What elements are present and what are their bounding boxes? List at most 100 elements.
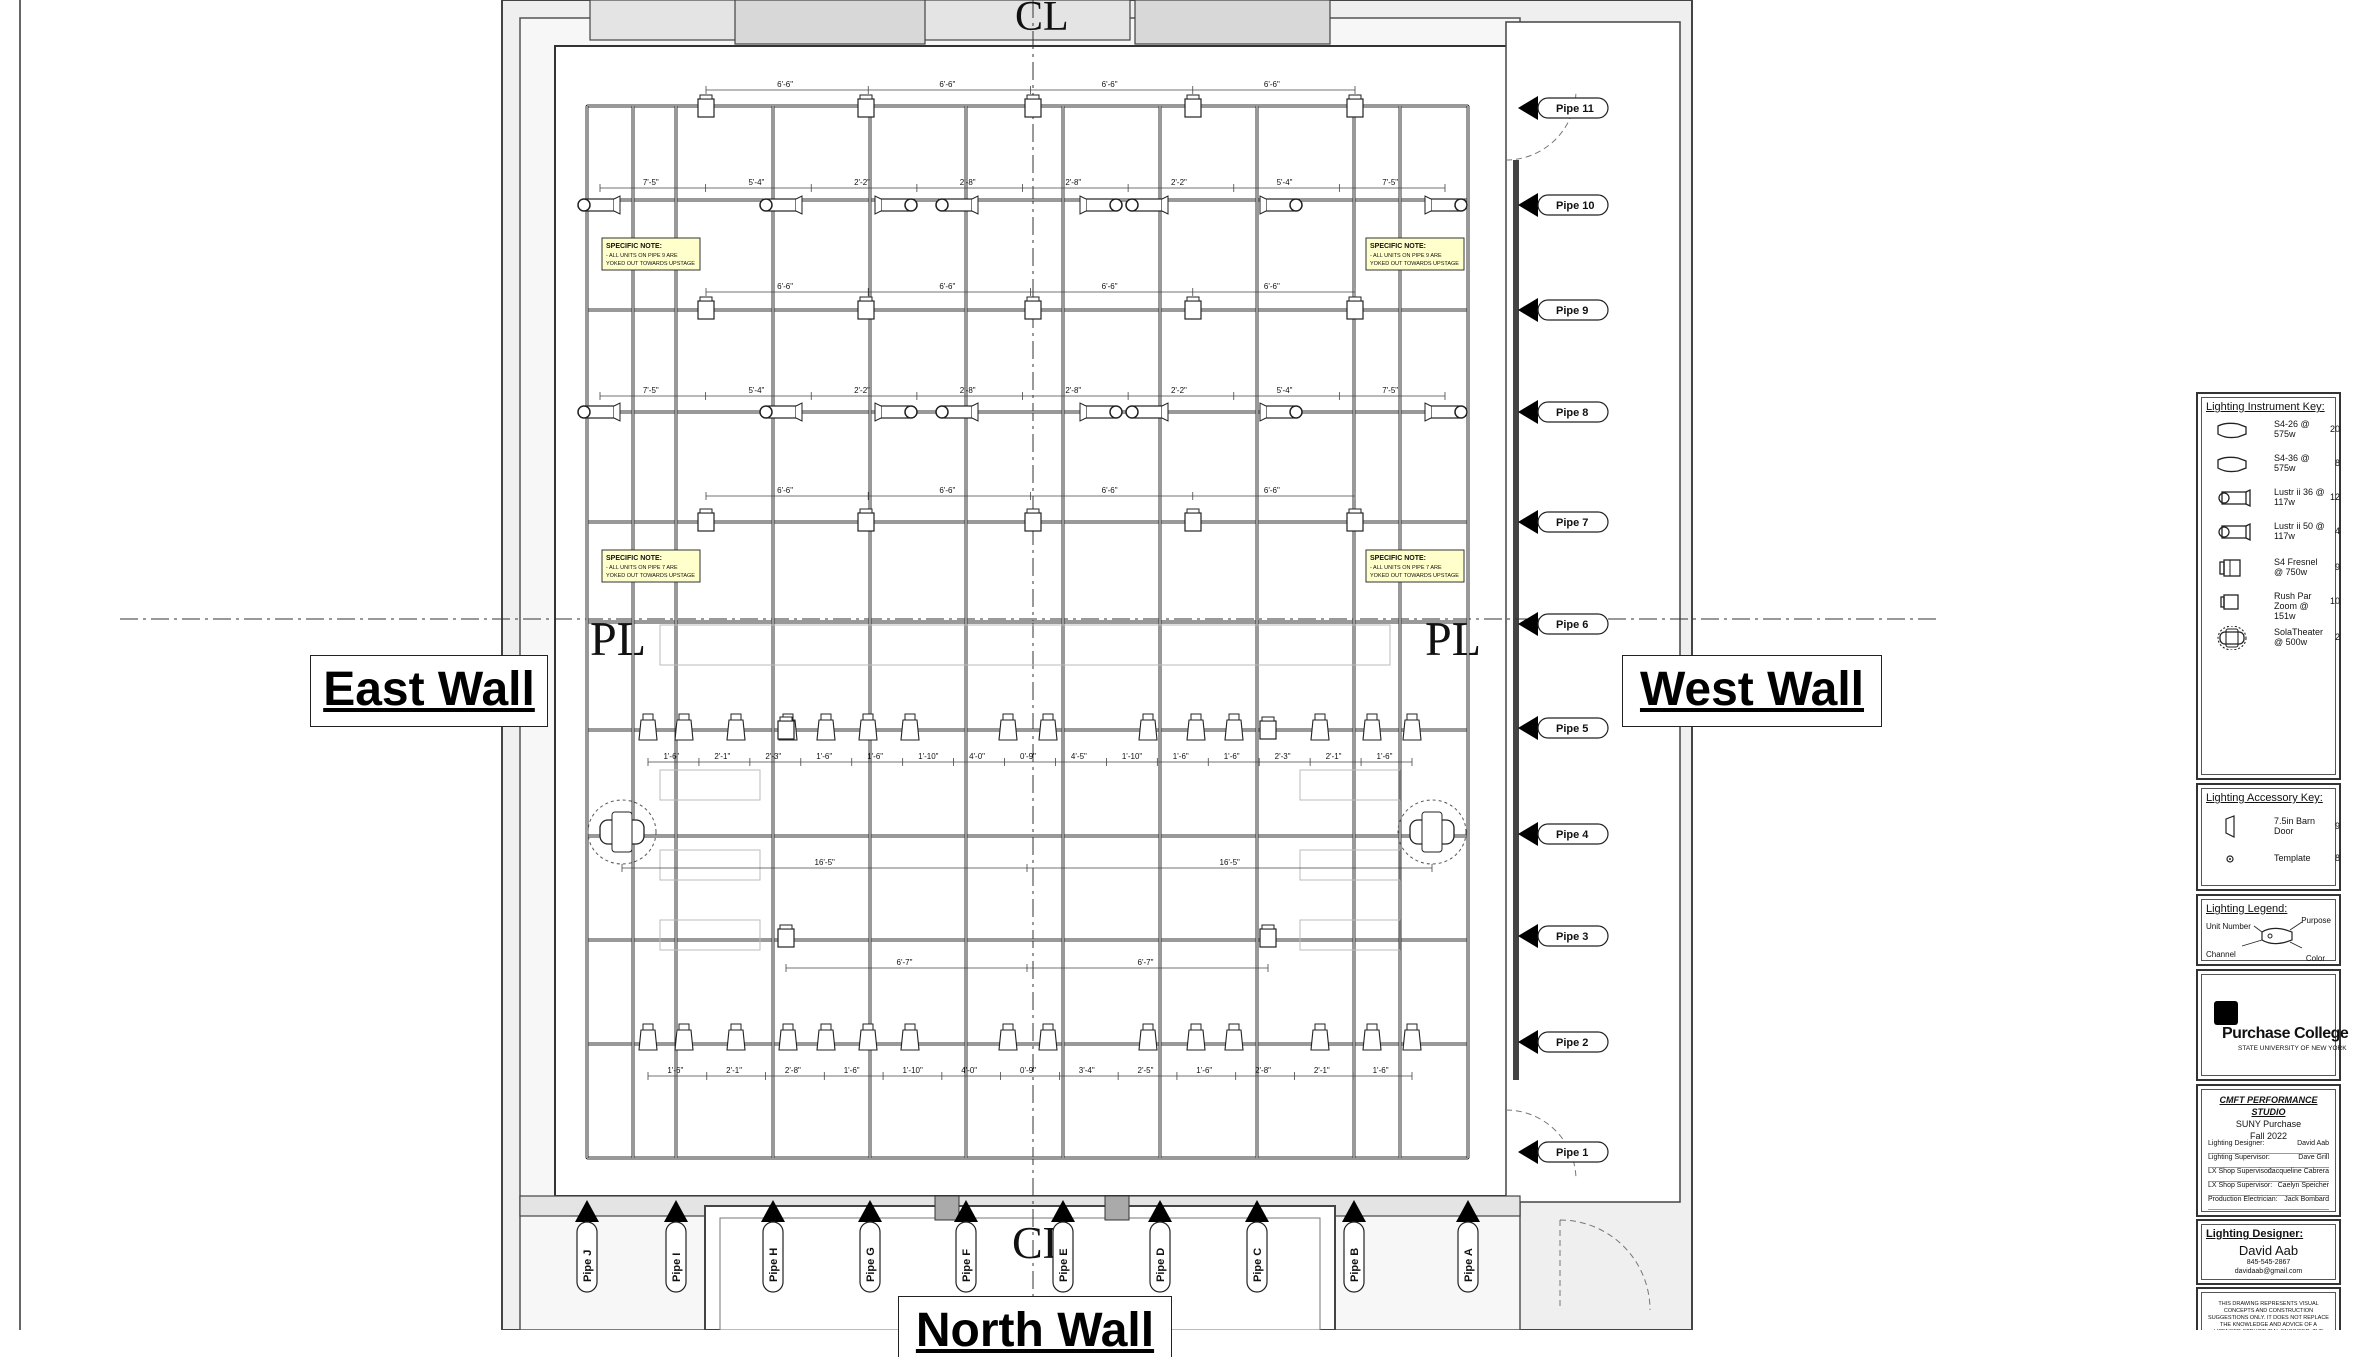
instrument-back	[904, 198, 918, 212]
dimension-label: 2'-3"	[1275, 752, 1291, 761]
instrument-lens	[613, 195, 621, 215]
staff-row: Production Electrician:Jack Bombard	[2208, 1196, 2329, 1210]
seating-riser	[1299, 849, 1401, 881]
instrument-lens	[820, 1023, 832, 1031]
east-wall-label: East Wall	[310, 655, 548, 727]
template-icon	[2226, 855, 2234, 863]
instrument-lens	[699, 508, 713, 514]
instrument-lens	[1406, 713, 1418, 721]
specific-note-title: SPECIFIC NOTE:	[1370, 243, 1426, 250]
staff-role: Lighting Designer:	[2208, 1140, 2265, 1147]
lustr-instrument	[1424, 402, 1468, 422]
lustr-instrument	[1125, 195, 1169, 215]
pipe-arrow-icon	[1518, 510, 1538, 534]
ellipsoidal-36-icon	[2217, 456, 2247, 473]
pipe-label-vertical: Pipe A	[1463, 1248, 1475, 1282]
instrument-back	[935, 405, 949, 419]
pipe-label-box	[1537, 1031, 1609, 1053]
instrument-body	[674, 719, 694, 741]
ellipsoidal-instrument	[1402, 713, 1422, 741]
lustr-instrument	[577, 402, 621, 422]
pipe-label-box	[1537, 717, 1609, 739]
key-label: Lustr ii 50 @ 117w	[2274, 521, 2325, 541]
specific-note-box	[601, 549, 701, 583]
dimension-label: 6'-6"	[939, 486, 955, 495]
instrument-body	[1038, 719, 1058, 741]
instrument-lens	[1190, 1023, 1202, 1031]
fresnel-instrument	[697, 508, 715, 532]
instrument-body	[777, 928, 795, 948]
pipe-arrow-icon	[1148, 1200, 1172, 1222]
instrument-back	[1454, 198, 1468, 212]
instrument-lens	[1348, 296, 1362, 302]
logo-name: Purchase College	[2222, 1025, 2349, 1042]
pipe-label-box	[762, 1221, 784, 1293]
instrument-body	[1224, 1029, 1244, 1051]
staff-name: Jacqueline Cabrera	[2268, 1168, 2329, 1175]
dimension-label: 1'-6"	[1224, 752, 1240, 761]
dimension-label: 16'-5"	[1220, 858, 1241, 867]
fresnel-instrument	[697, 94, 715, 118]
ellipsoidal-instrument	[998, 1023, 1018, 1051]
instrument-body	[900, 719, 920, 741]
instrument-lens	[1424, 402, 1432, 422]
pipe-label-horizontal: Pipe 9	[1556, 305, 1588, 317]
instrument-body	[1362, 719, 1382, 741]
key-row: 7.5in Barn Door 9	[2210, 813, 2340, 843]
instrument-lens	[779, 716, 793, 722]
dimension-label: 2'-2"	[854, 386, 870, 395]
pipe-arrow-icon	[1518, 924, 1538, 948]
instrument-body	[816, 719, 836, 741]
pipe-arrow-icon	[1518, 193, 1538, 217]
pipe-arrow-icon	[858, 1200, 882, 1222]
pipe-label-horizontal: Pipe 8	[1556, 407, 1588, 419]
instrument-body	[726, 719, 746, 741]
pipe-label-vertical: Pipe F	[961, 1249, 973, 1282]
lustr-instrument	[874, 402, 918, 422]
lustr-instrument	[1125, 402, 1169, 422]
instrument-lens	[971, 195, 979, 215]
dimension-label: 6'-6"	[777, 486, 793, 495]
door-swing	[1505, 1109, 1577, 1181]
staff-row: Lighting Supervisor:Dave Grill	[2208, 1154, 2329, 1168]
ellipsoidal-instrument	[998, 713, 1018, 741]
lighting-legend-panel: Lighting Legend: Unit Number Purpose Cha…	[2196, 894, 2341, 966]
pipe-label-box	[1343, 1221, 1365, 1293]
staff-row: LX Shop Supervisor:Jacqueline Cabrera	[2208, 1168, 2329, 1182]
instrument-body	[697, 300, 715, 320]
instrument-lens	[699, 296, 713, 302]
lustr-instrument	[1079, 402, 1123, 422]
designer-email: davidaab@gmail.com	[2234, 1268, 2303, 1275]
lustr-instrument	[874, 195, 918, 215]
dimension-label: 6'-6"	[1264, 486, 1280, 495]
fresnel-instrument	[1346, 296, 1364, 320]
instrument-lens	[1259, 195, 1267, 215]
lustr-instrument	[1259, 195, 1303, 215]
dimension-label: 2'-2"	[1171, 386, 1187, 395]
logo-panel: Purchase College STATE UNIVERSITY OF NEW…	[2196, 969, 2349, 1081]
moving-light-range	[587, 799, 657, 865]
north-wall-label: North Wall	[898, 1296, 1172, 1357]
fresnel-instrument	[1024, 94, 1042, 118]
door-post	[1104, 1195, 1130, 1221]
instrument-body	[1346, 300, 1364, 320]
ellipsoidal-instrument	[900, 713, 920, 741]
dimension-label: 1'-10"	[1122, 752, 1143, 761]
pipe-label-box	[1537, 97, 1609, 119]
seating-riser	[659, 769, 761, 801]
instrument-back	[1109, 405, 1123, 419]
key-count: 9	[2334, 562, 2340, 572]
instrument-lens	[730, 1023, 742, 1031]
instrument-lens	[1366, 1023, 1378, 1031]
fresnel-instrument	[1184, 94, 1202, 118]
ellipsoidal-instrument	[726, 713, 746, 741]
instrument-body	[1024, 300, 1042, 320]
dimension-label: 6'-7"	[1138, 958, 1154, 967]
specific-note-line: - ALL UNITS ON PIPE 9 ARE	[606, 253, 678, 259]
instrument-back	[759, 198, 773, 212]
pipe-label-horizontal: Pipe 3	[1556, 931, 1588, 943]
instrument-lens	[1079, 195, 1087, 215]
designer-phone: 845-545-2867	[2246, 1259, 2291, 1266]
